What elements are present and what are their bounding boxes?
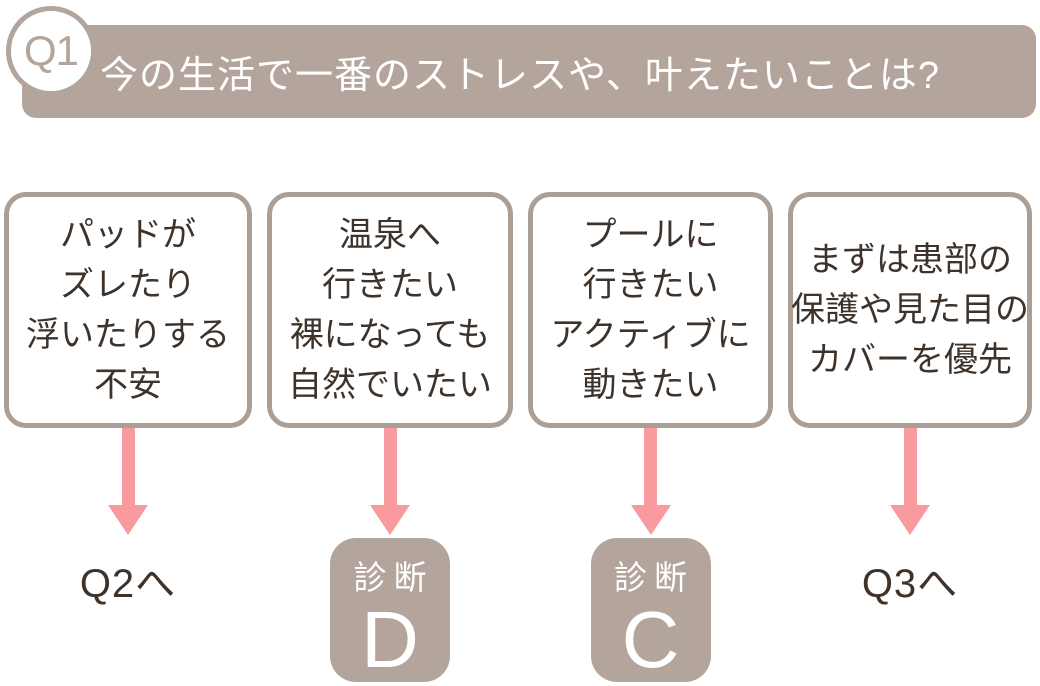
down-arrow-icon [630,428,671,535]
option-column-2: 温泉へ 行きたい 裸になっても 自然でいたい 診断 D [267,192,513,682]
option-line: ズレたり [60,266,196,304]
answer-option-box: プールに 行きたい アクティブに 動きたい [528,192,773,428]
diagnosis-letter: C [621,595,680,684]
diagnosis-label: 診断 [614,559,694,596]
arrow-shaft [644,428,657,505]
option-line: まずは患部の [808,241,1012,279]
option-line: 行きたい [582,266,719,304]
goto-next-question-label: Q2へ [79,562,177,606]
option-column-4: まずは患部の 保護や見た目の カバーを優先 Q3へ [788,192,1032,682]
option-line: プールに [582,216,719,254]
goto-next-question-label: Q3へ [861,562,959,606]
arrow-shaft [121,428,135,505]
option-line: パッドが [60,216,196,254]
question-header: 今の生活で一番のストレスや、叶えたいことは? Q1 [0,0,1040,118]
diagnosis-label: 診断 [353,559,434,596]
down-arrow-icon [370,428,410,535]
option-line: 温泉へ [339,216,441,254]
question-banner: 今の生活で一番のストレスや、叶えたいことは? [22,25,1036,118]
arrow-shaft [383,428,397,505]
question-title: 今の生活で一番のストレスや、叶えたいことは? [100,55,940,97]
option-line: 不安 [94,366,162,404]
question-number: Q1 [23,27,79,74]
answer-option-box: 温泉へ 行きたい 裸になっても 自然でいたい [267,192,513,428]
diagnosis-result-badge: 診断 C [590,538,711,684]
option-line: 自然でいたい [288,366,492,404]
option-line: 行きたい [322,266,458,304]
arrow-shaft [903,428,917,505]
option-line: 動きたい [582,366,719,404]
answer-option-box: パッドが ズレたり 浮いたりする 不安 [4,192,252,428]
option-column-1: パッドが ズレたり 浮いたりする 不安 Q2へ [4,192,252,682]
option-column-3: プールに 行きたい アクティブに 動きたい 診断 C [528,192,773,682]
arrow-head [890,505,930,535]
question-number-badge: Q1 [6,6,96,96]
option-line: 保護や見た目の [791,291,1029,329]
down-arrow-icon [108,428,148,535]
options-row: パッドが ズレたり 浮いたりする 不安 Q2へ 温泉へ 行きたい 裸になっても … [0,192,1040,682]
diagnosis-letter: D [361,595,419,684]
option-line: アクティブに [550,316,751,354]
arrow-head [108,505,148,535]
option-line: カバーを優先 [808,341,1012,379]
diagnosis-result-badge: 診断 D [330,538,450,682]
arrow-head [630,505,671,535]
answer-option-box: まずは患部の 保護や見た目の カバーを優先 [788,192,1032,428]
option-line: 裸になっても [289,316,491,354]
down-arrow-icon [890,428,930,535]
option-line: 浮いたりする [26,316,230,354]
arrow-head [370,505,410,535]
